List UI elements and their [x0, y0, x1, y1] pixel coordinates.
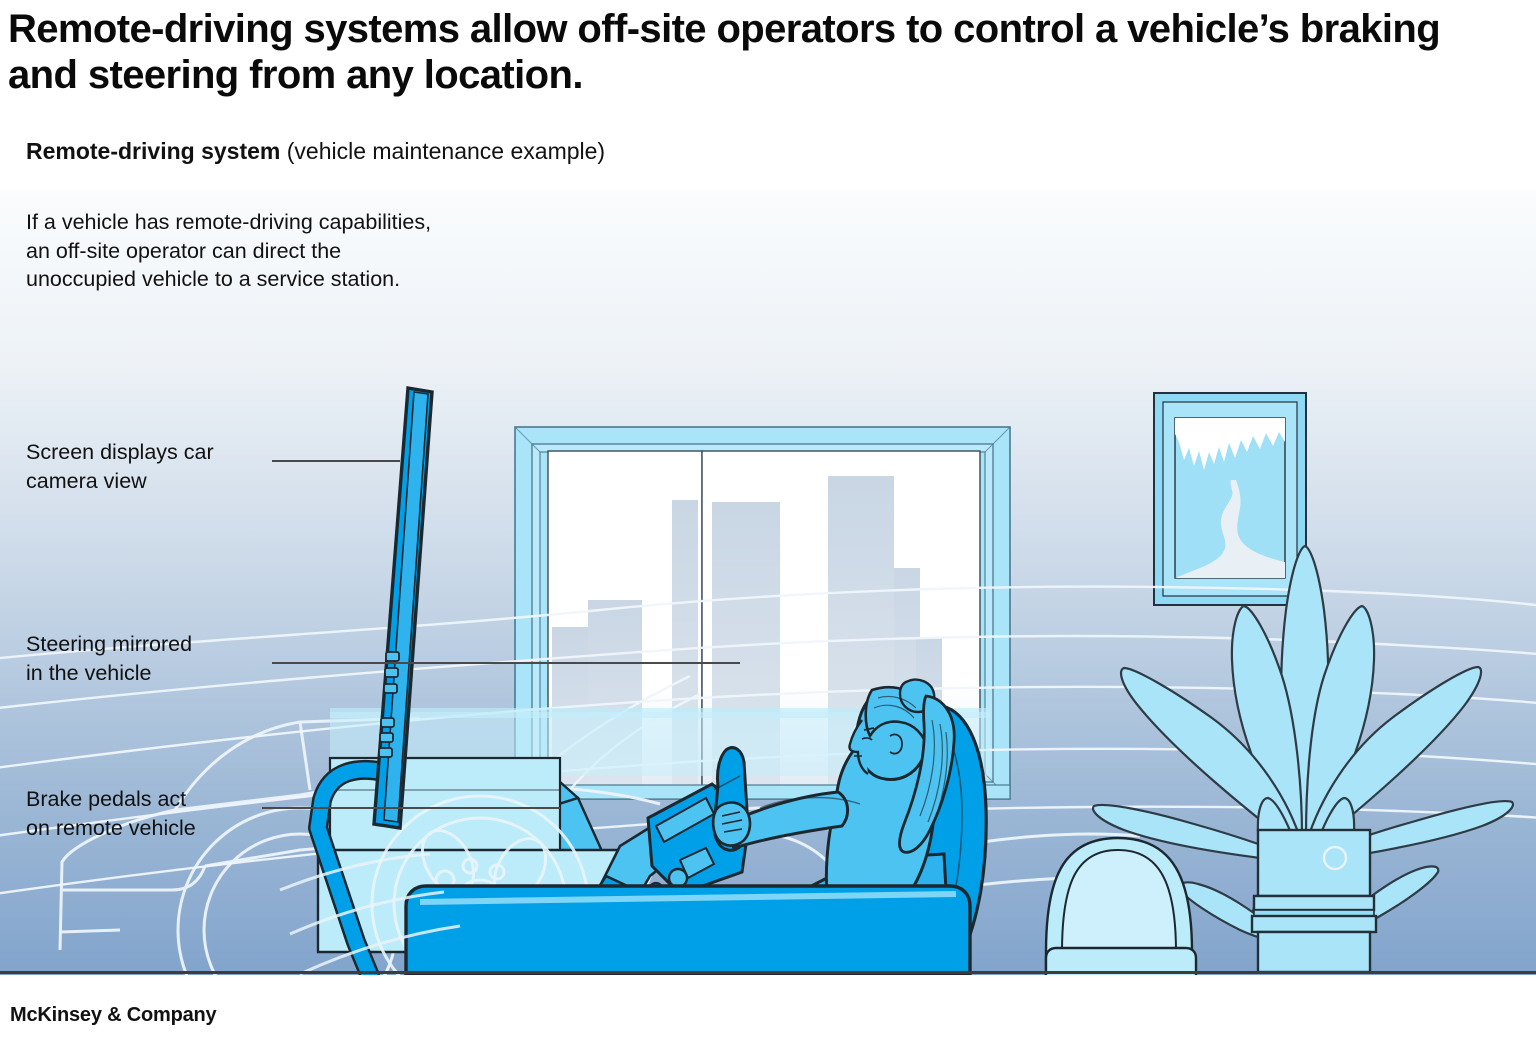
callout-steering-line1: Steering mirrored: [26, 632, 193, 656]
subhead-regular: (vehicle maintenance example): [280, 138, 606, 164]
framed-artwork-group: [1153, 392, 1307, 606]
callout-brake: Brake pedals act on remote vehicle: [26, 785, 196, 842]
plant-leaves: [1091, 544, 1515, 952]
footer-brand: McKinsey & Company: [10, 1004, 217, 1026]
monitor-group: [372, 386, 434, 830]
illustration-panel: [0, 190, 1536, 975]
potted-plant-group: [1091, 544, 1515, 974]
callout-brake-line1: Brake pedals act: [26, 787, 187, 811]
subhead-bold: Remote-driving system: [26, 138, 281, 164]
armchair-group: [1044, 836, 1198, 975]
illustration-baseline: [0, 971, 1536, 974]
callout-screen: Screen displays car camera view: [26, 438, 214, 495]
callout-screen-line1: Screen displays car: [26, 440, 214, 464]
chart-subhead: Remote-driving system (vehicle maintenan…: [26, 138, 605, 166]
callout-brake-line2: on remote vehicle: [26, 815, 196, 840]
platform-base: [404, 884, 972, 975]
plant-pot: [1250, 828, 1378, 974]
callout-screen-line2: camera view: [26, 468, 147, 493]
page-title: Remote-driving systems allow off-site op…: [8, 7, 1441, 98]
callout-steering: Steering mirrored in the vehicle: [26, 630, 192, 687]
callout-steering-line2: in the vehicle: [26, 660, 152, 685]
intro-paragraph: If a vehicle has remote-driving capabili…: [26, 210, 432, 292]
